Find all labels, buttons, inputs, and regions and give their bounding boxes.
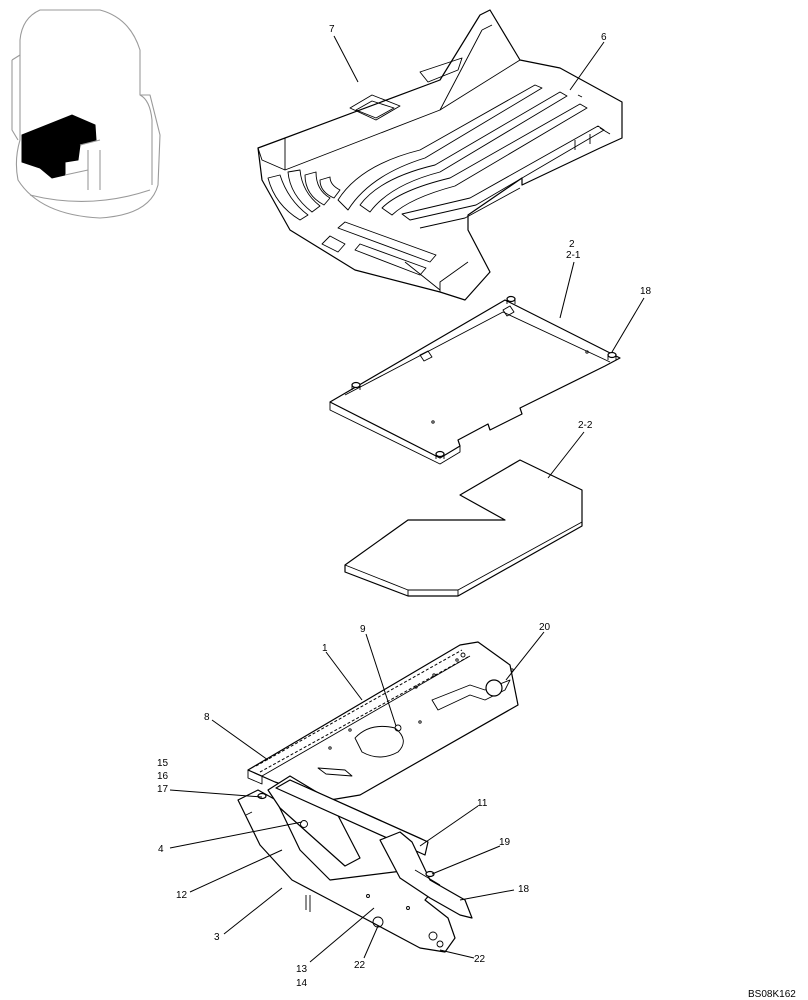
callout-11: 11	[477, 798, 488, 809]
pad-part-2-2	[344, 459, 583, 597]
callout-12: 12	[176, 890, 188, 901]
callout-22-left: 22	[354, 960, 366, 971]
floor-mat-part-6-7	[257, 9, 623, 301]
locator-thumbnail	[11, 9, 161, 219]
callout-4: 4	[158, 844, 164, 855]
bolt	[351, 381, 361, 390]
callout-9: 9	[360, 624, 366, 635]
callout-3: 3	[214, 932, 220, 943]
callout-1: 1	[322, 643, 328, 654]
plate-part-2	[329, 295, 621, 465]
reference-code: BS08K162	[748, 989, 796, 1000]
bolt	[257, 792, 267, 800]
callout-22-right: 22	[474, 954, 486, 965]
bolt	[435, 450, 445, 459]
lower-bracket-assembly	[237, 775, 473, 953]
callout-6: 6	[601, 32, 607, 43]
leader-lines	[169, 35, 645, 963]
callout-13: 13	[296, 964, 308, 975]
callout-18-upper: 18	[640, 286, 652, 297]
bolt	[506, 295, 516, 304]
callout-14: 14	[296, 978, 308, 989]
callout-8: 8	[204, 712, 210, 723]
callout-20: 20	[539, 622, 551, 633]
bolt	[425, 870, 435, 878]
callout-17: 17	[157, 784, 169, 795]
callout-2: 2	[569, 239, 575, 250]
callouts: 7 6 2 2-1 18 2-2 9 20 1 8 15 16 17 11 4 …	[157, 24, 652, 989]
highlighted-floor-plate	[21, 114, 97, 179]
callout-2-2: 2-2	[578, 420, 593, 431]
callout-18-lower: 18	[518, 884, 530, 895]
callout-2-1: 2-1	[566, 250, 581, 261]
callout-15: 15	[157, 758, 169, 769]
bolt	[607, 351, 617, 360]
callout-19: 19	[499, 837, 511, 848]
callout-7: 7	[329, 24, 335, 35]
callout-16: 16	[157, 771, 169, 782]
